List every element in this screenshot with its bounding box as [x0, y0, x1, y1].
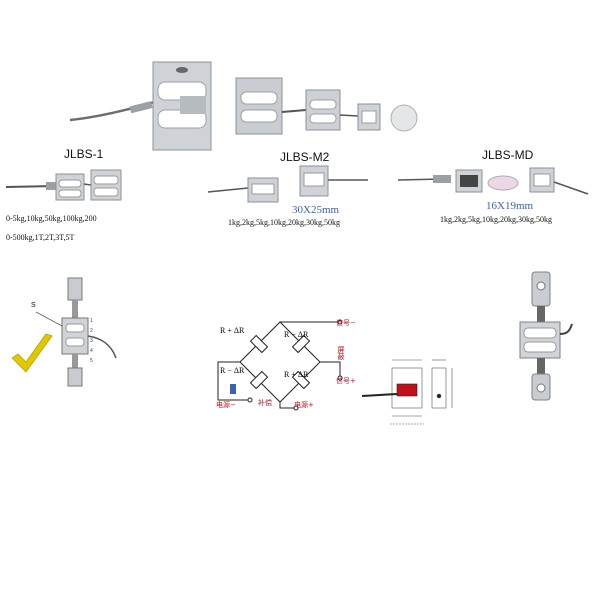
model-label-jlbs-1: JLBS-1 [64, 147, 104, 161]
bridge-wiring-diagram [217, 319, 343, 411]
arm-label-1: R + ΔR [220, 326, 245, 335]
jlbs-m2-photo [207, 165, 368, 203]
svg-text:3: 3 [90, 338, 93, 344]
jlbs-m2-spec: 1kg,2kg,5kg,10kg,20kg,30kg,50kg [228, 218, 340, 227]
coin-for-scale [390, 104, 418, 132]
jlbs-m2-size: 30X25mm [292, 204, 340, 216]
drawing-side-view [431, 367, 447, 409]
product-family-photo [69, 61, 418, 151]
dimension-drawing [361, 359, 453, 425]
terminal-signal-plus: 信号+ [336, 377, 356, 385]
terminal-power-minus: 电源− [216, 401, 236, 409]
installed-load-cell-photo [519, 271, 573, 401]
jlbs-1-photo [5, 169, 122, 201]
compensation-resistor [230, 384, 236, 394]
jlbs-md-photo [397, 167, 589, 195]
resistor-2 [291, 334, 311, 354]
installation-diagram: 1 2 3 4 5 [11, 277, 117, 387]
terminal-shield: 屏蔽 [337, 346, 345, 360]
svg-text:2: 2 [90, 328, 93, 334]
s-type-load-cell-small [305, 89, 341, 131]
model-label-jlbs-md: JLBS-MD [482, 148, 534, 162]
jlbs-md-spec: 1kg,2kg,5kg,10kg,20kg,30kg,50kg [440, 215, 552, 224]
svg-text:5: 5 [90, 358, 93, 364]
resistor-3 [249, 370, 269, 390]
s-type-load-cell-mini [357, 103, 381, 131]
jlbs-1-spec-line-1: 0-5kg,10kg,50kg,100kg,200 [6, 214, 97, 223]
s-type-load-cell-large [152, 61, 212, 151]
jlbs-1-spec-line-2: 0-500kg,1T,2T,3T,5T [6, 233, 75, 242]
terminal-signal-minus: 信号− [336, 319, 356, 327]
arm-label-2: R − ΔR [284, 330, 309, 339]
svg-text:1: 1 [90, 318, 93, 324]
check-mark-icon [11, 333, 53, 373]
s-type-load-cell-medium [235, 77, 283, 135]
resistor-1 [249, 334, 269, 354]
resistor-4 [291, 370, 311, 390]
svg-text:4: 4 [90, 348, 93, 354]
jlbs-md-size: 16X19mm [486, 200, 534, 212]
terminal-compensation: 补偿 [258, 399, 272, 407]
arm-label-3: R − ΔR [220, 366, 245, 375]
model-label-jlbs-m2: JLBS-M2 [280, 150, 330, 164]
arm-label-4: R + ΔR [284, 370, 309, 379]
install-mark-s: S [31, 302, 36, 309]
drawing-front-view [391, 367, 423, 409]
cable-gland [129, 101, 153, 114]
terminal-power-plus: 电源+ [294, 401, 314, 409]
